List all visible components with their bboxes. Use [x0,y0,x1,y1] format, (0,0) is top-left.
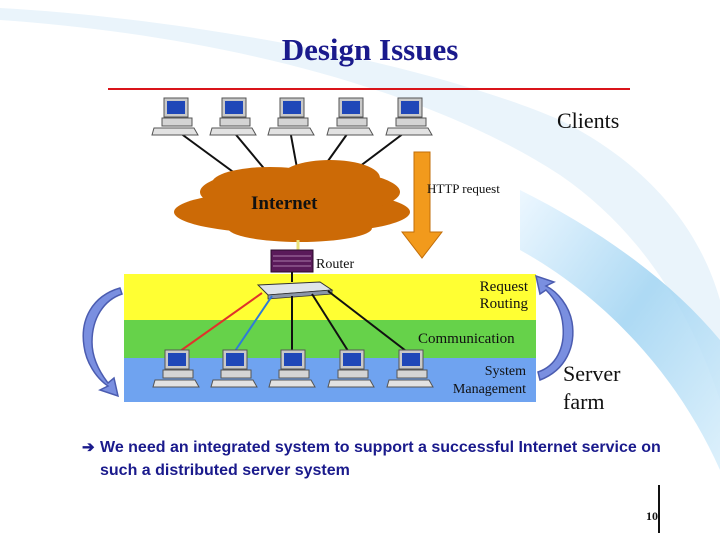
page-number-rule [658,485,660,533]
request-routing-label: Request Routing [479,279,528,312]
layer-request-routing [124,274,536,320]
server-links [175,290,411,355]
internet-cloud-icon [174,160,410,242]
layer-communication [124,320,536,358]
client-computer-icon [385,97,433,136]
router-label: Router [316,257,355,272]
background-sweep-band [520,190,720,470]
router-icon [270,249,314,273]
communication-label: Communication [418,331,515,347]
left-cycle-arrow-icon [82,287,123,398]
client-computer-icon [209,97,257,136]
system-management-label: System Management [452,364,526,397]
server-farm-label: Server farm [563,361,621,414]
clients-label: Clients [557,108,620,133]
bullet-point: ➔ We need an integrated system to suppor… [82,436,682,482]
internet-label: Internet [251,193,318,214]
client-computer-icon [151,97,199,136]
slide-title: Design Issues [281,32,459,67]
bullet-text: We need an integrated system to support … [100,439,661,479]
client-computer-icon [267,97,315,136]
right-arrow-icon: ➔ [82,439,95,456]
right-cycle-arrow-icon [534,274,574,382]
page-number: 10 [646,509,658,523]
client-computer-icon [326,97,374,136]
title-underline [108,88,630,90]
http-request-arrow-icon [400,151,444,259]
http-request-label: HTTP request [427,181,500,196]
